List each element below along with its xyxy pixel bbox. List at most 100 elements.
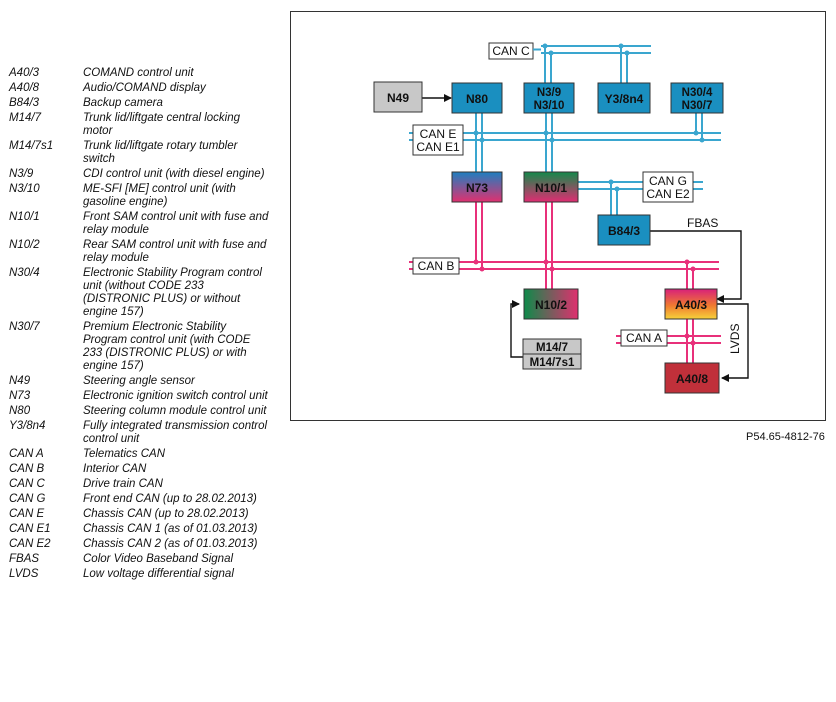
unit-n10-1 <box>523 171 579 203</box>
can-c-junctions <box>542 43 630 56</box>
legend-row: LVDS Low voltage differential signal <box>9 568 271 581</box>
fbas-arrow <box>650 230 742 303</box>
unit-n73-label: N73 <box>466 181 488 195</box>
legend-row: CAN C Drive train CAN <box>9 478 271 491</box>
legend-description: CDI control unit (with diesel engine) <box>83 168 265 180</box>
unit-n10-1-label: N10/1 <box>535 181 567 195</box>
unit-m14-7s1-label: M14/7s1 <box>530 357 575 369</box>
legend-description: Telematics CAN <box>83 448 166 460</box>
can-c-label-box <box>488 42 534 60</box>
legend-row: CAN A Telematics CAN <box>9 448 271 461</box>
unit-a40-8-label: A40/8 <box>676 372 708 386</box>
legend-row: N49 Steering angle sensor <box>9 375 271 388</box>
unit-n10-2-label: N10/2 <box>535 298 567 312</box>
unit-a40-3-label: A40/3 <box>675 298 707 312</box>
legend-code: CAN E2 <box>9 538 51 550</box>
lvds-label: LVDS <box>728 324 742 354</box>
unit-n80-label: N80 <box>466 92 488 106</box>
unit-b84-3-label: B84/3 <box>608 224 640 238</box>
legend-row: CAN B Interior CAN <box>9 463 271 476</box>
legend-code: CAN C <box>9 478 45 490</box>
can-g-junctions <box>608 179 620 192</box>
can-b-bus <box>409 202 719 289</box>
can-a-junctions <box>684 333 696 346</box>
legend-code: CAN E <box>9 508 45 520</box>
legend-code: N3/9 <box>9 168 34 180</box>
legend-code: N80 <box>9 405 31 417</box>
legend-description: Fully integrated transmission control co… <box>83 420 268 445</box>
legend-code: CAN A <box>9 448 44 460</box>
unit-b84-3 <box>597 214 651 246</box>
legend-code: M14/7 <box>9 112 41 124</box>
legend-code: Y3/8n4 <box>9 420 46 432</box>
legend-code: N49 <box>9 375 31 387</box>
legend-row: A40/8 Audio/COMAND display <box>9 82 271 95</box>
can-e-junctions <box>473 130 705 143</box>
unit-y3-8n4 <box>597 82 651 114</box>
legend-row: N3/9 CDI control unit (with diesel engine… <box>9 168 271 181</box>
legend-code: CAN E1 <box>9 523 51 535</box>
legend-description: Backup camera <box>83 97 163 109</box>
legend-description: Drive train CAN <box>83 478 163 490</box>
can-b-junctions <box>473 259 696 272</box>
legend-row: M14/7s1 Trunk lid/liftgate rotary tumbler… <box>9 140 271 166</box>
legend-code: A40/3 <box>9 67 40 79</box>
legend-description: Steering angle sensor <box>83 375 195 387</box>
unit-n49 <box>373 81 423 113</box>
can-g-label-box <box>642 171 694 203</box>
can-a-label: CAN A <box>626 331 662 345</box>
legend-code: A40/8 <box>9 82 40 94</box>
can-c-label: CAN C <box>492 44 530 58</box>
legend-description: Front SAM control unit with fuse and rel… <box>83 211 269 236</box>
legend-description: Steering column module control unit <box>83 405 267 417</box>
legend-row: Y3/8n4 Fully integrated transmission cont… <box>9 420 271 446</box>
legend-row: N10/2 Rear SAM control unit with fuse and… <box>9 239 271 265</box>
legend-description: Interior CAN <box>83 463 147 475</box>
legend-code: N30/4 <box>9 267 40 279</box>
legend-code: N3/10 <box>9 183 40 195</box>
unit-n30 <box>670 82 724 114</box>
network-diagram: CAN C CAN E CAN E1 CAN G CAN E2 <box>290 11 826 421</box>
can-e2-label: CAN E2 <box>646 187 690 201</box>
legend-description: Audio/COMAND display <box>83 82 206 94</box>
legend-code: N10/2 <box>9 239 40 251</box>
legend-row: N80 Steering column module control unit <box>9 405 271 418</box>
legend-description: Trunk lid/liftgate rotary tumbler switch <box>83 140 238 165</box>
legend-code: M14/7s1 <box>9 140 54 152</box>
unit-a40-3 <box>664 288 718 320</box>
legend-description: Electronic ignition switch control unit <box>83 390 268 402</box>
can-a-label-box <box>620 329 668 347</box>
legend-description: Rear SAM control unit with fuse and rela… <box>83 239 267 264</box>
legend-row: A40/3 COMAND control unit <box>9 67 271 80</box>
legend-description: Chassis CAN (up to 28.02.2013) <box>83 508 249 520</box>
legend-description: Premium Electronic Stability Program con… <box>83 321 251 372</box>
legend-description: Front end CAN (up to 28.02.2013) <box>83 493 257 505</box>
unit-n10-2 <box>523 288 579 320</box>
unit-n30-4-label: N30/4 <box>682 87 713 99</box>
legend-row: CAN E Chassis CAN (up to 28.02.2013) <box>9 508 271 521</box>
legend-code: CAN B <box>9 463 45 475</box>
legend-description: COMAND control unit <box>83 67 194 79</box>
unit-n80 <box>451 82 503 114</box>
legend-description: Color Video Baseband Signal <box>83 553 234 565</box>
legend-description: Low voltage differential signal <box>83 568 234 580</box>
unit-n30-7-label: N30/7 <box>682 100 713 112</box>
can-e1-label: CAN E1 <box>416 140 460 154</box>
unit-n3 <box>523 82 575 114</box>
legend-description: ME-SFI [ME] control unit (with gasoline … <box>83 183 236 208</box>
legend-code: CAN G <box>9 493 46 505</box>
fbas-label: FBAS <box>687 216 718 230</box>
unit-n3-10-label: N3/10 <box>534 100 565 112</box>
lvds-arrow <box>717 303 749 382</box>
legend-row: N3/10 ME-SFI [ME] control unit (with gaso… <box>9 183 271 209</box>
can-e-label: CAN E <box>420 127 457 141</box>
legend-code: LVDS <box>9 568 39 580</box>
